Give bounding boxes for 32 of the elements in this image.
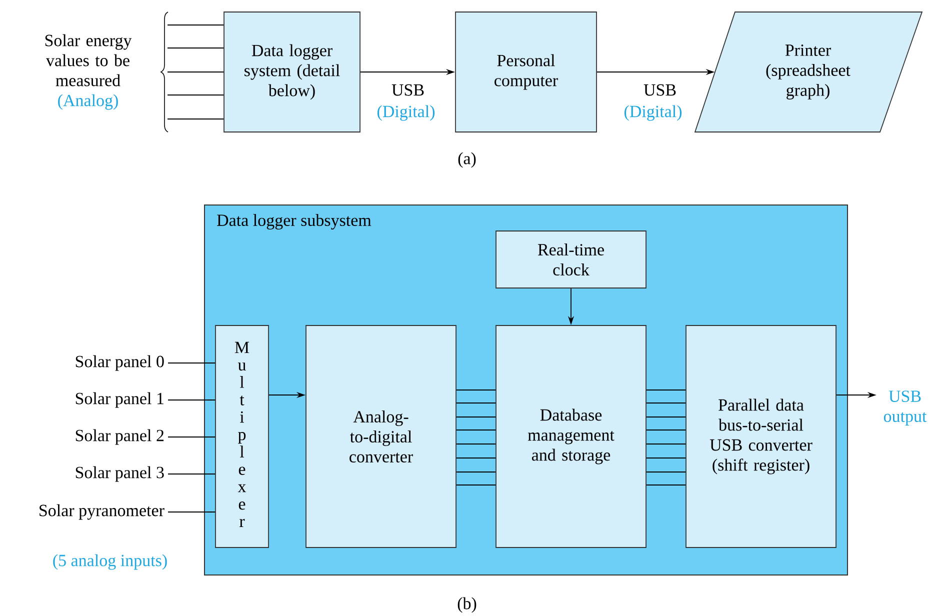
wire <box>168 436 216 438</box>
signal-label: (Digital) <box>624 105 682 121</box>
process-box: Data logger system (detail below) <box>224 12 360 132</box>
bus-line <box>646 416 686 418</box>
process-box: Real-time clock <box>496 230 646 288</box>
process-box: Personal computer <box>455 12 597 132</box>
bus-line <box>646 484 686 486</box>
input-label: Solar panel 0 <box>76 355 164 371</box>
wire <box>167 24 224 26</box>
bus-line <box>456 402 496 404</box>
wire <box>167 118 224 120</box>
multiplexer-box: Multiplexer <box>215 325 269 548</box>
process-box: Parallel data bus-to-serial USB converter (shift register) <box>686 325 836 548</box>
bus-line <box>456 484 496 486</box>
input-label: Solar panel 2 <box>76 429 164 445</box>
panel-caption: (a) <box>458 152 476 168</box>
input-label: Solar panel 1 <box>76 392 164 408</box>
wire <box>168 362 216 364</box>
wire <box>167 94 224 96</box>
signal-label: (Digital) <box>378 105 435 121</box>
edge-label: USB <box>392 84 424 96</box>
process-box: Analog-to-digital converter <box>306 325 456 548</box>
input-label: Solar panel 3 <box>76 466 164 482</box>
panel-caption: (b) <box>458 597 476 613</box>
input-label: Solar energy values to be measured (Analog) <box>45 34 132 110</box>
bus-line <box>646 402 686 404</box>
note-label: (5 analog inputs) <box>53 554 167 570</box>
output-label: USB output <box>884 390 927 426</box>
bus-line <box>456 416 496 418</box>
edge-label: USB <box>644 84 676 96</box>
input-label: Solar pyranometer <box>40 504 164 520</box>
process-box: Database management and storage <box>496 325 646 548</box>
